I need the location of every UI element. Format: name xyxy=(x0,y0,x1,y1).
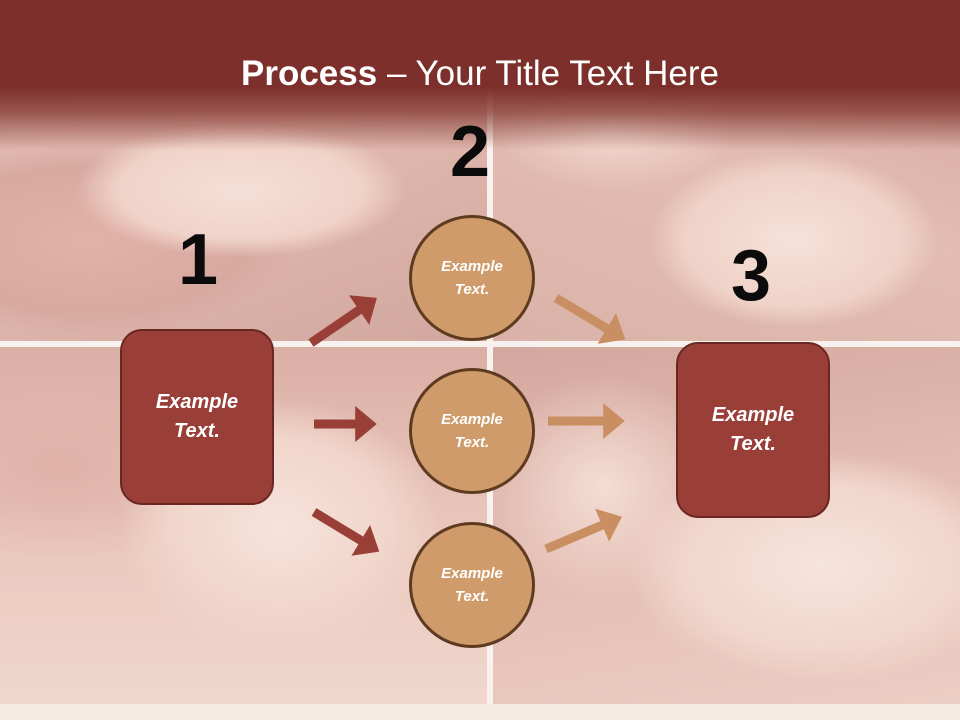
step-2-circle-top: Example Text. xyxy=(409,215,535,341)
circle-top-text: Example Text. xyxy=(441,258,503,298)
step-1-text: Example Text. xyxy=(155,391,239,442)
title-bold: Process xyxy=(241,54,378,93)
step-2-circle-middle: Example Text. xyxy=(409,368,535,494)
slide-title: Process – Your Title Text Here xyxy=(0,52,960,96)
step-number-2: 2 xyxy=(450,112,491,192)
arrow-bottom-to-right xyxy=(544,508,622,554)
title-rest: – Your Title Text Here xyxy=(377,54,719,93)
step-number-1: 1 xyxy=(178,220,219,300)
step-3-box: Example Text. xyxy=(676,342,830,518)
photo-divider-bottom xyxy=(0,704,960,720)
step-1-box: Example Text. xyxy=(120,329,274,505)
circle-middle-text: Example Text. xyxy=(441,411,503,451)
arrow-left-to-top xyxy=(308,295,377,347)
title-bar xyxy=(0,0,960,150)
step-2-circle-bottom: Example Text. xyxy=(409,522,535,648)
arrow-left-to-bottom xyxy=(311,508,380,556)
arrow-top-to-right xyxy=(553,294,626,344)
step-3-text: Example Text. xyxy=(711,404,795,455)
photo-divider-horizontal xyxy=(0,341,960,347)
circle-bottom-text: Example Text. xyxy=(441,565,503,605)
step-number-3: 3 xyxy=(731,236,772,316)
